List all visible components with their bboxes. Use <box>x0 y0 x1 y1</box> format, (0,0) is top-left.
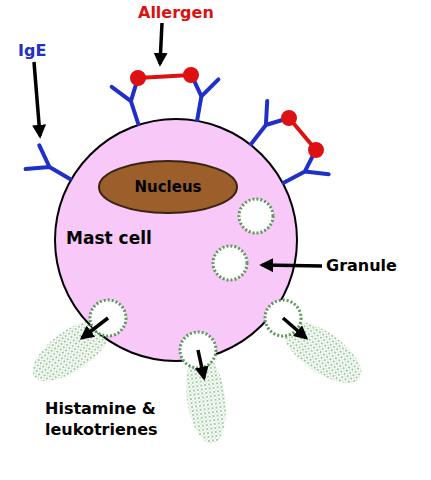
allergen-end <box>185 69 197 81</box>
mast-cell-text: Mast cell <box>66 228 152 248</box>
mast-cell: Mast cell Nucleus <box>54 118 298 362</box>
nucleus-text: Nucleus <box>98 160 238 214</box>
ige-antibody <box>112 78 139 124</box>
granule-label: Granule <box>326 255 397 276</box>
release-arrow <box>82 318 108 338</box>
ige-antibody <box>284 150 329 183</box>
ige-label: IgE <box>18 40 46 61</box>
releasing-granule <box>265 300 301 336</box>
allergen-molecule <box>289 118 316 150</box>
allergen-label: Allergen <box>138 2 214 23</box>
ige-antibody <box>191 75 218 120</box>
allergen-pointer <box>160 23 162 64</box>
granule <box>213 246 247 280</box>
releasing-granule <box>90 300 126 336</box>
allergen-end <box>283 112 295 124</box>
granule-pointer <box>262 265 322 266</box>
nucleus: Nucleus <box>98 160 238 214</box>
release-arrow <box>283 318 306 338</box>
mast-cell-membrane <box>55 119 297 361</box>
ige-antibody <box>251 101 289 144</box>
ige-pointer <box>34 62 40 136</box>
release-arrow <box>198 350 204 378</box>
releasing-granule <box>180 332 216 368</box>
allergen-end <box>310 144 322 156</box>
granule <box>239 199 273 233</box>
histamine-plume <box>273 309 371 395</box>
product-label: Histamine & leukotrienes <box>45 398 170 440</box>
allergen-molecule <box>138 75 191 78</box>
histamine-plume <box>181 350 231 446</box>
allergen-end <box>132 72 144 84</box>
ige-antibody <box>26 145 70 179</box>
nucleus-shape <box>99 161 237 213</box>
